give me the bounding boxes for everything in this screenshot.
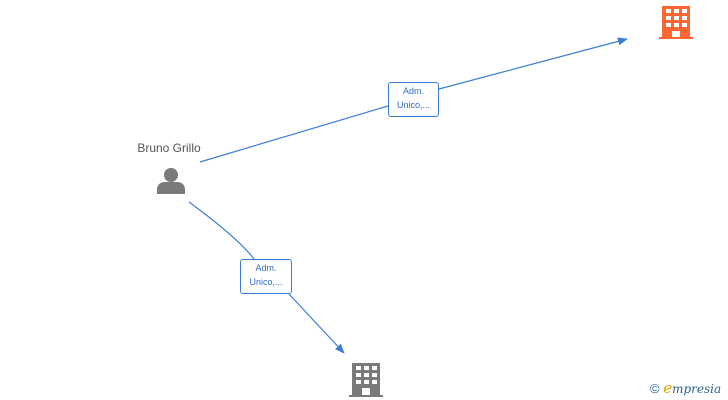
edge-label-line2: Unico,... bbox=[249, 277, 283, 287]
building-icon[interactable] bbox=[349, 363, 383, 397]
person-icon[interactable] bbox=[157, 168, 185, 194]
edge-label-line1: Adm. bbox=[255, 263, 277, 273]
building-icon[interactable] bbox=[659, 6, 693, 39]
edge-person-to-bottom-company bbox=[188, 201, 344, 353]
copyright-symbol: © bbox=[650, 381, 660, 396]
edge-label-top[interactable]: Adm. Unico,... bbox=[388, 82, 439, 117]
edge-label-line1: Adm. bbox=[402, 86, 424, 96]
person-name[interactable]: Bruno Grillo bbox=[137, 141, 201, 155]
edge-label-line2: Unico,... bbox=[396, 100, 430, 110]
brand-initial: e bbox=[663, 379, 673, 397]
edge-label-bottom[interactable]: Adm. Unico,... bbox=[240, 259, 292, 294]
brand-name: mpresia bbox=[672, 382, 722, 396]
empresia-watermark: © empresia bbox=[650, 379, 721, 397]
edge-person-to-top-company bbox=[199, 39, 627, 163]
